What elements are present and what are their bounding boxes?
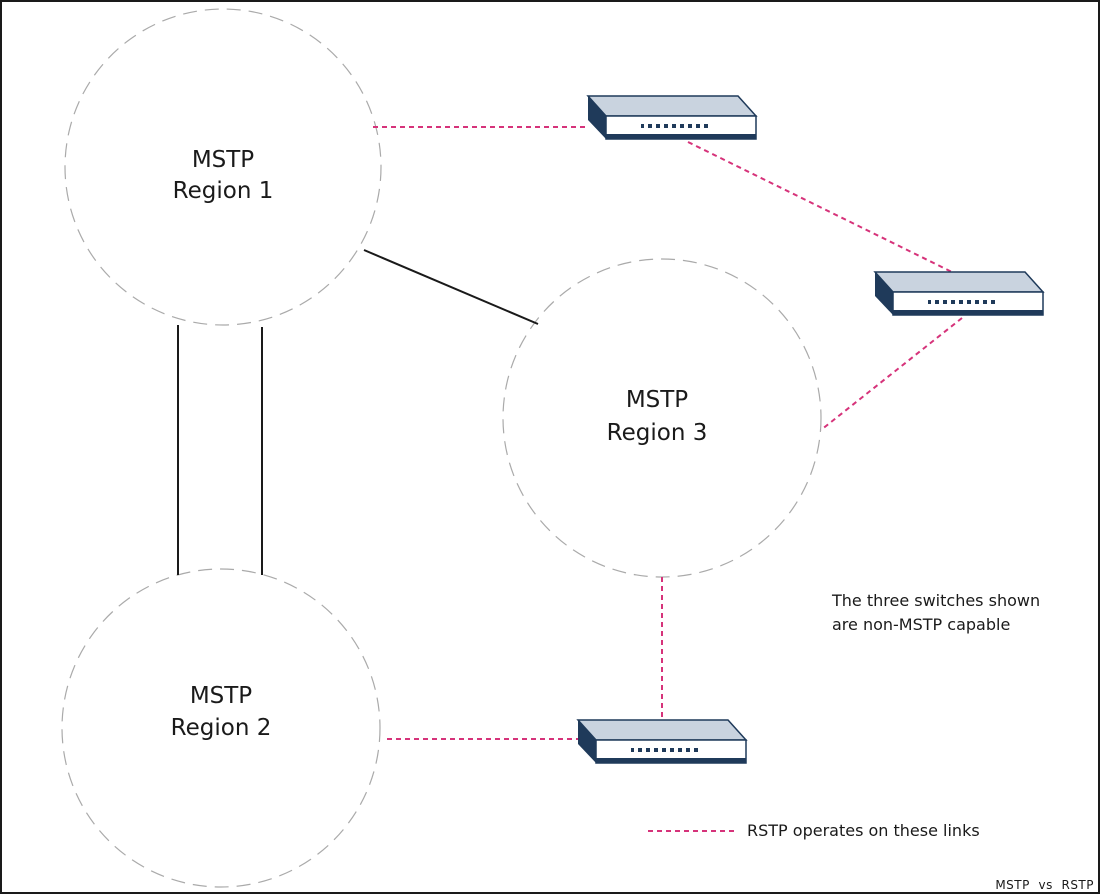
rstp-link-switch2-r3 (820, 317, 963, 431)
region-3-circle (502, 258, 822, 578)
switch-1 (587, 95, 757, 140)
rstp-link-switch1-switch2 (687, 141, 959, 276)
region-2-label-line1: MSTP (190, 683, 252, 709)
region-1-label-line2: Region 1 (173, 178, 274, 204)
note-line-2: are non-MSTP capable (832, 615, 1010, 634)
region-1-label-line1: MSTP (192, 147, 254, 173)
legend-label: RSTP operates on these links (747, 821, 980, 840)
region-2-label-line2: Region 2 (171, 715, 272, 741)
figure-caption: MSTP vs RSTP (995, 878, 1094, 892)
switch-2 (874, 271, 1044, 316)
region-2-circle (61, 568, 381, 888)
region-1-circle (64, 8, 382, 326)
region-3-label-line2: Region 3 (607, 420, 708, 446)
mstp-link-r1-r3 (363, 249, 539, 325)
switch-3 (577, 719, 747, 764)
region-3-label-line1: MSTP (626, 387, 688, 413)
note-line-1: The three switches shown (831, 591, 1040, 610)
